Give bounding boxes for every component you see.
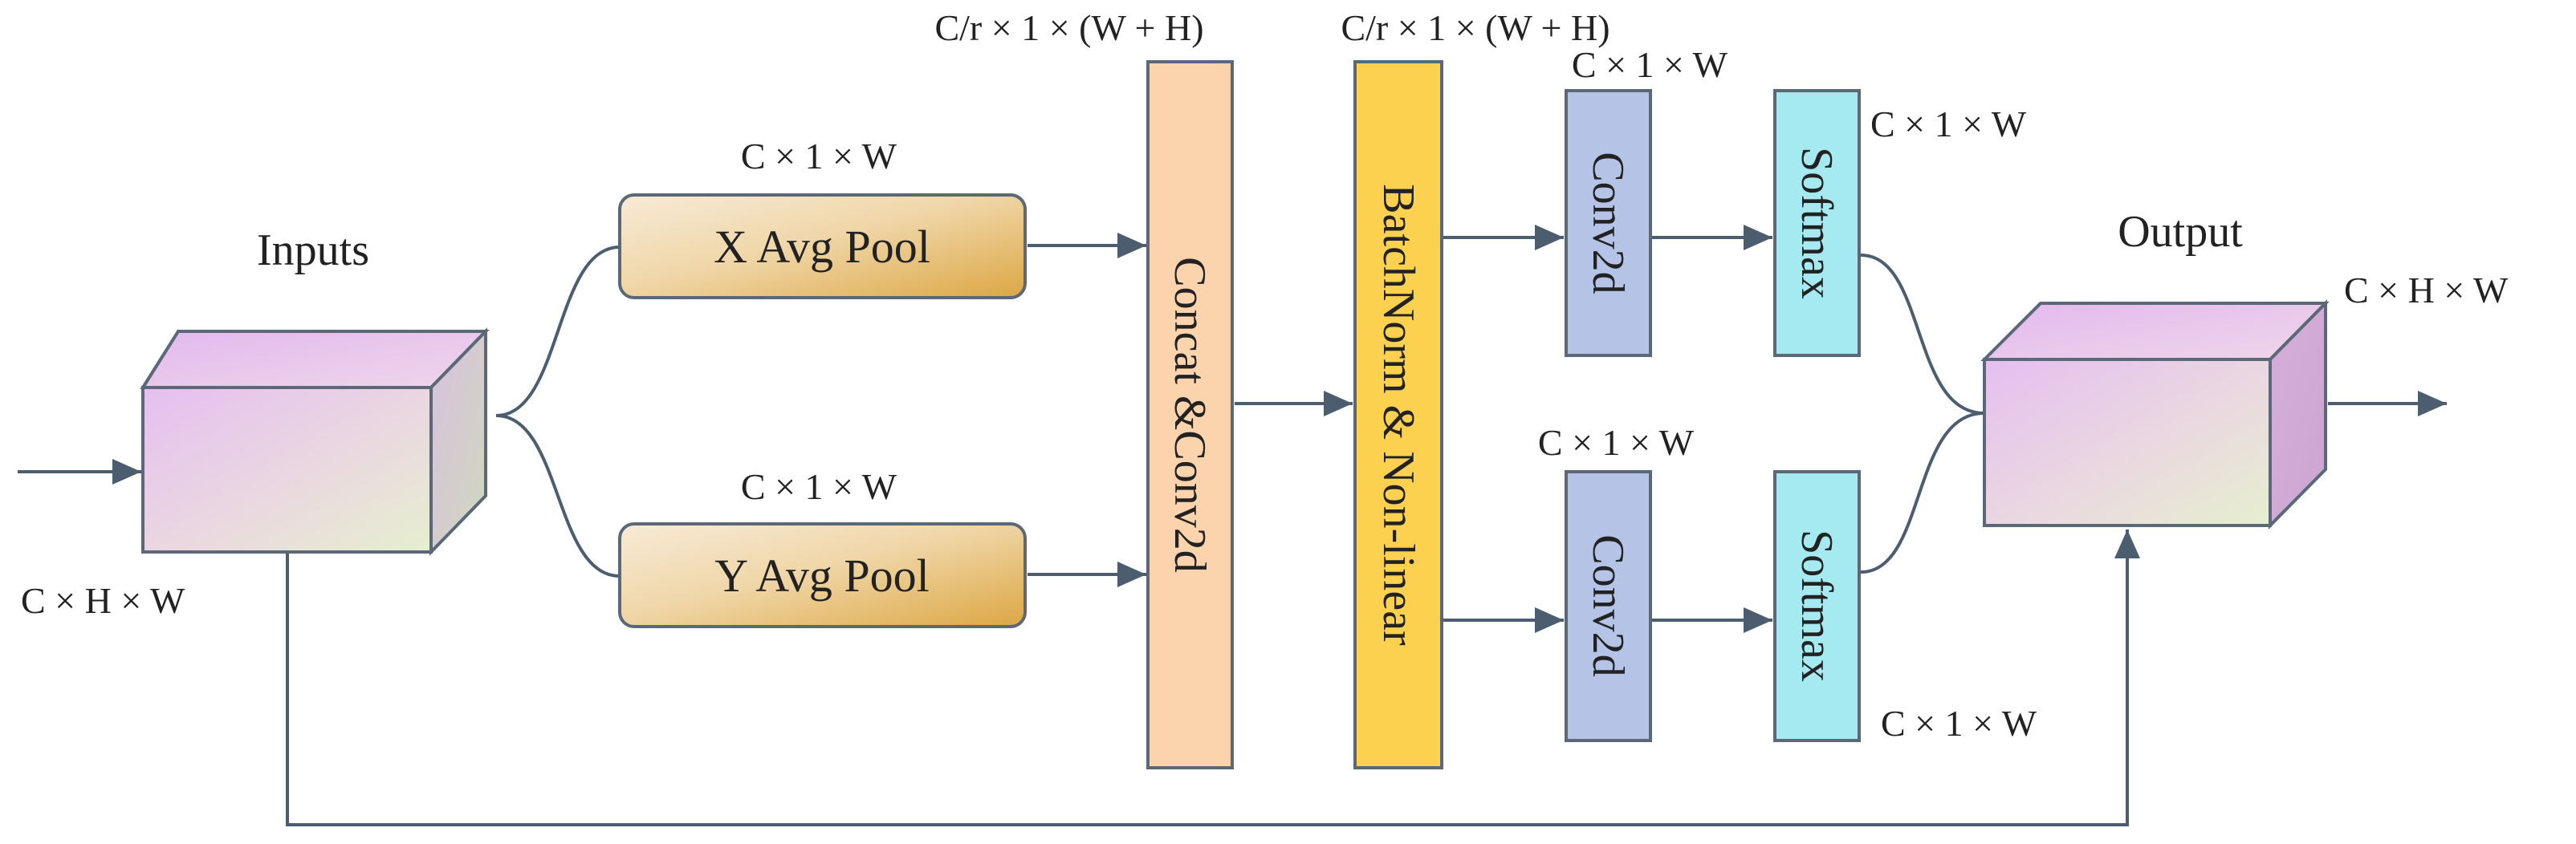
concat-dim-label: C/r × 1 × (W + H) <box>934 7 1203 48</box>
softmax-bottom-box <box>1773 470 1861 742</box>
softmax-top-dim-label: C × 1 × W <box>1870 103 2027 144</box>
input-tensor-cube <box>140 327 490 556</box>
concat-conv-box <box>1146 60 1234 769</box>
softmax-top-label: Softmax <box>1792 147 1841 299</box>
x-avg-pool-label: X Avg Pool <box>714 221 930 273</box>
output-title: Output <box>2118 207 2243 257</box>
inputs-title: Inputs <box>257 225 369 275</box>
branch-to-y-pool <box>495 414 621 578</box>
softmax-top-to-output-curve <box>1860 254 1985 415</box>
x-pool-dim-label: C × 1 × W <box>741 136 897 177</box>
branch-to-x-pool <box>495 245 621 417</box>
conv2d-bottom-label: Conv2d <box>1583 534 1633 676</box>
output-tensor-cube <box>1980 299 2330 530</box>
input-dim-label: C × H × W <box>21 580 185 621</box>
y-pool-dim-label: C × 1 × W <box>741 466 897 507</box>
output-dim-label: C × H × W <box>2344 270 2509 310</box>
softmax-bottom-to-output-curve <box>1860 412 1985 574</box>
residual-connection <box>286 530 2140 826</box>
conv2d-bottom-box <box>1565 470 1652 742</box>
conv2d-top-box <box>1565 89 1652 357</box>
batchnorm-box <box>1353 60 1443 769</box>
y-avg-pool-box <box>618 522 1027 628</box>
concat-conv-label: Concat &Conv2d <box>1165 257 1215 573</box>
batchnorm-dim-label: C/r × 1 × (W + H) <box>1341 7 1609 48</box>
x-avg-pool-box <box>618 193 1027 299</box>
conv2d-top-dim-label: C × 1 × W <box>1572 44 1728 85</box>
conv2d-bottom-dim-label: C × 1 × W <box>1538 422 1695 463</box>
softmax-bottom-dim-label: C × 1 × W <box>1881 703 2037 744</box>
softmax-bottom-label: Softmax <box>1792 530 1841 682</box>
softmax-top-box <box>1773 89 1861 357</box>
conv2d-top-label: Conv2d <box>1583 152 1633 294</box>
batchnorm-label: BatchNorm & Non-linear <box>1373 184 1423 646</box>
y-avg-pool-label: Y Avg Pool <box>714 550 930 602</box>
